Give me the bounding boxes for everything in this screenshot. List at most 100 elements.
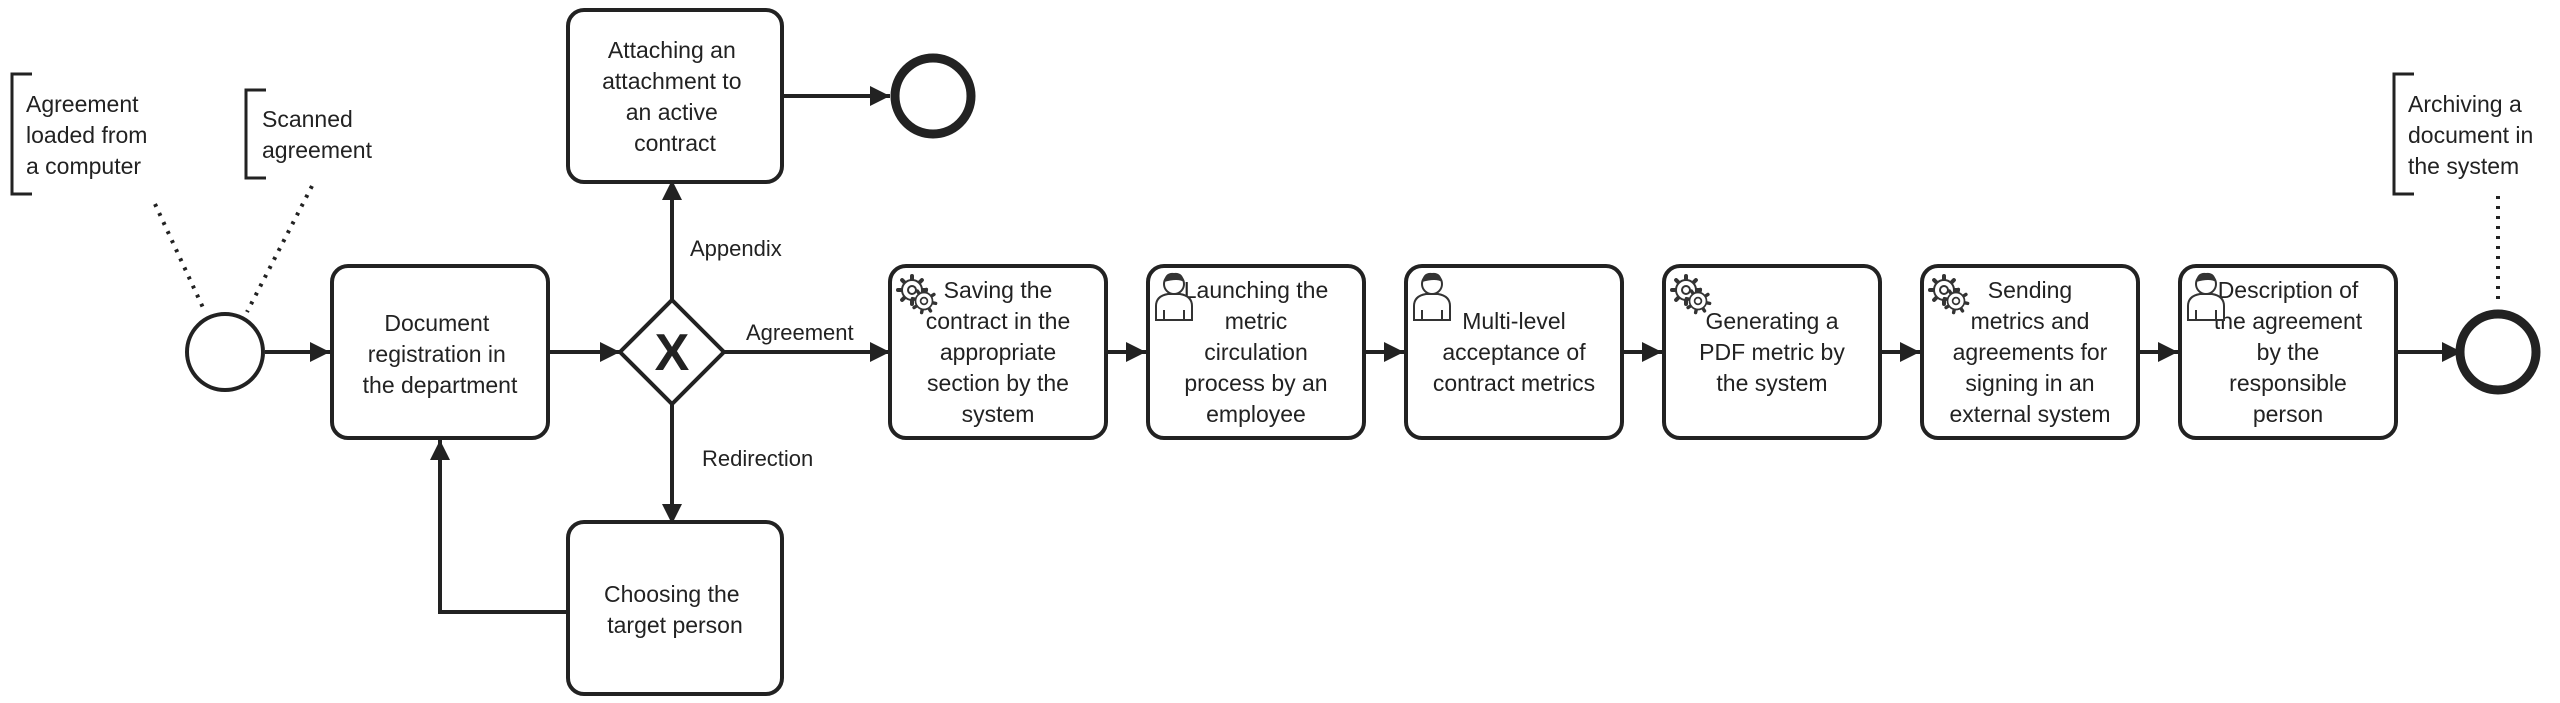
task-document-registration[interactable]: Document registration in the department — [330, 264, 550, 440]
task-label-line: contract in the — [926, 308, 1070, 334]
task-label-line: Launching the — [1184, 277, 1329, 303]
task-label-line: target person — [607, 612, 743, 638]
task-box — [566, 8, 784, 184]
user-icon — [2187, 272, 2225, 321]
task-label-line: appropriate — [940, 339, 1056, 365]
task-box — [888, 264, 1108, 440]
task-label-line: Document — [384, 310, 489, 336]
annotation-line: Agreement — [26, 91, 139, 117]
annotation-line: a computer — [26, 153, 141, 179]
sequence-flows — [265, 86, 2462, 614]
flow-label-redirection: Redirection — [702, 446, 813, 471]
gear-icon — [1670, 274, 1712, 315]
task-label-line: by the — [2257, 339, 2320, 365]
task-label-line: the department — [363, 372, 518, 398]
end-event-attachment[interactable] — [890, 53, 976, 139]
task-7[interactable]: Generating a PDF metric by the system — [1662, 264, 1882, 440]
task-label: Sending metrics and agreements for signing … — [1949, 277, 2110, 427]
task-box — [1146, 264, 1366, 440]
task-label-line: contract — [634, 130, 716, 156]
task-label-line: agreements for — [1953, 339, 2108, 365]
gear-icon — [896, 274, 938, 315]
task-label-line: process by an — [1184, 370, 1327, 396]
task-label-line: Attaching an — [608, 37, 736, 63]
task-4[interactable]: Saving the contract in the appropriate sect… — [888, 264, 1108, 440]
task-label-line: Description of — [2218, 277, 2359, 303]
task-choosing-target-person[interactable]: Choosing the target person — [566, 520, 784, 696]
task-box — [566, 520, 784, 696]
task-label-line: person — [2253, 401, 2323, 427]
task-5[interactable]: Launching the metric circulation process by… — [1146, 264, 1366, 440]
annotation-text: Agreement loaded from a computer — [26, 91, 154, 179]
task-box — [1404, 264, 1624, 440]
task-label-line: the system — [1716, 370, 1827, 396]
task-box — [1920, 264, 2140, 440]
task-label-line: Multi-level — [1462, 308, 1566, 334]
flow-choosing-to-registration — [430, 440, 567, 614]
annotation-scanned-agreement: Scanned agreement — [244, 88, 373, 313]
task-label-line: system — [962, 401, 1035, 427]
annotation-text: Archiving a document in the system — [2408, 91, 2540, 179]
task-label-line: metric — [1225, 308, 1288, 334]
annotation-line: agreement — [262, 137, 373, 163]
annotation-bracket — [10, 72, 32, 196]
annotation-bracket — [244, 88, 266, 180]
gateway-x-symbol: X — [655, 324, 690, 382]
annotation-line: Scanned — [262, 106, 353, 132]
task-label-line: employee — [1206, 401, 1306, 427]
task-label-line: external system — [1949, 401, 2110, 427]
annotation-association — [245, 185, 314, 313]
task-box — [1662, 264, 1882, 440]
task-label-line: section by the — [927, 370, 1069, 396]
task-label-line: registration in — [368, 341, 506, 367]
task-label-line: signing in an — [1965, 370, 2094, 396]
annotation-text: Scanned agreement — [262, 106, 373, 163]
task-9[interactable]: Description of the agreement by the respons… — [2178, 264, 2398, 440]
task-label-line: Sending — [1988, 277, 2072, 303]
annotation-agreement-loaded: Agreement loaded from a computer — [10, 72, 207, 313]
task-label-line: circulation — [1204, 339, 1308, 365]
annotation-bracket — [2392, 72, 2414, 196]
task-6[interactable]: Multi-level acceptance of contract metrics — [1404, 264, 1624, 440]
task-label: Choosing the target person — [604, 581, 746, 638]
task-label-line: contract metrics — [1433, 370, 1595, 396]
task-label: Description of the agreement by the respons… — [2214, 277, 2363, 427]
flow-label-agreement: Agreement — [746, 320, 854, 345]
task-label-line: Generating a — [1706, 308, 1839, 334]
end-event-archiving[interactable] — [2455, 309, 2541, 395]
task-attaching-attachment[interactable]: Attaching an attachment to an active con… — [566, 8, 784, 184]
gateway-diamond — [617, 297, 727, 407]
gear-icon — [1928, 274, 1970, 315]
task-label: Launching the metric circulation process by… — [1184, 277, 1329, 427]
task-label-line: attachment to — [602, 68, 741, 94]
task-label: Multi-level acceptance of contract metrics — [1433, 308, 1595, 396]
task-label-line: PDF metric by — [1699, 339, 1845, 365]
task-box — [2178, 264, 2398, 440]
task-label-line: Saving the — [944, 277, 1053, 303]
annotation-line: document in — [2408, 122, 2533, 148]
task-box — [330, 264, 550, 440]
task-label-line: Choosing the — [604, 581, 740, 607]
task-label-line: the agreement — [2214, 308, 2363, 334]
annotation-line: the system — [2408, 153, 2519, 179]
task-label-line: acceptance of — [1442, 339, 1586, 365]
start-event[interactable] — [185, 312, 265, 392]
task-label-line: responsible — [2229, 370, 2347, 396]
user-icon — [1155, 272, 1193, 321]
annotation-association — [153, 203, 207, 313]
exclusive-gateway[interactable]: X — [617, 297, 727, 407]
task-label: Attaching an attachment to an active con… — [602, 37, 748, 156]
annotation-line: loaded from — [26, 122, 147, 148]
task-label-line: an active — [626, 99, 718, 125]
task-8[interactable]: Sending metrics and agreements for signing … — [1920, 264, 2140, 440]
user-icon — [1413, 272, 1451, 321]
annotation-archiving: Archiving a document in the system — [2392, 72, 2540, 306]
task-label: Document registration in the department — [363, 310, 518, 398]
main-row-tasks: Saving the contract in the appropriate sect… — [888, 264, 2398, 440]
task-label: Generating a PDF metric by the system — [1699, 308, 1845, 396]
annotation-line: Archiving a — [2408, 91, 2522, 117]
task-label-line: metrics and — [1971, 308, 2090, 334]
task-label: Saving the contract in the appropriate sect… — [926, 277, 1070, 427]
